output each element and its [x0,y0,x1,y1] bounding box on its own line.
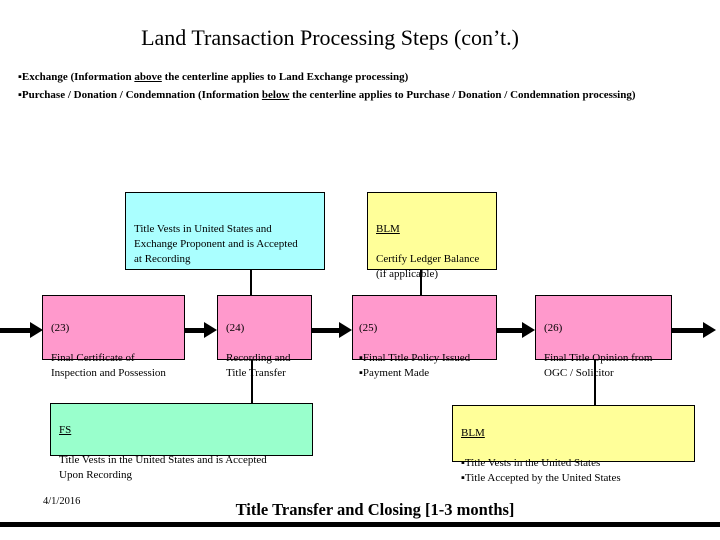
box-fs-title-vests-upon-recording: FS Title Vests in the United States and … [50,403,313,481]
step-number: (23) [51,322,70,334]
box-blm-title-vests-accepted: BLM ▪Title Vests in the United States ▪T… [452,405,695,484]
arrow-shaft [185,327,204,333]
step-number: (24) [226,322,245,334]
arrow-head-icon [204,322,217,338]
arrow-head-icon [522,322,535,338]
bullet-exchange: ▪Exchange (Information above the centerl… [18,71,408,83]
connector-step24-to-fs-box [251,360,253,403]
box-blm-certify-ledger-balance: BLM Certify Ledger Balance (if applicabl… [367,192,497,280]
arrow-shaft [497,327,522,333]
bullet-exchange-prefix: ▪Exchange (Information [18,71,135,83]
box-text: Title Vests in the United States and is … [59,454,267,481]
box-step-23-final-certificate: (23) Final Certificate of Inspection and… [42,295,185,379]
connector-step26-to-blm-box [594,360,596,405]
arrow-shaft [672,327,703,333]
box-text: Certify Ledger Balance (if applicable) [376,253,480,280]
page-title: Land Transaction Processing Steps (con’t… [141,25,519,50]
box-step-24-recording-title-transfer: (24) Recording and Title Transfer [217,295,312,379]
step-number: (25) [359,322,378,334]
arrow-step-24-to-25 [312,322,352,338]
arrow-head-icon [703,322,716,338]
arrow-step-25-to-26 [497,322,535,338]
step-text: Final Title Opinion from OGC / Solicitor [544,352,653,379]
step-text: ▪Final Title Policy Issued ▪Payment Made [359,352,471,379]
arrow-head-icon [30,322,43,338]
footer-date: 4/1/2016 [43,496,81,507]
arrow-head-icon [339,322,352,338]
arrow-shaft [0,327,30,333]
arrow-step-26-out [672,322,716,338]
footer-phase-label: Title Transfer and Closing [1-3 months] [235,500,515,519]
connector-exchange-to-step24 [250,270,252,295]
box-step-26-final-title-opinion: (26) Final Title Opinion from OGC / Soli… [535,295,672,379]
bullet-exchange-suffix: the centerline applies to Land Exchange … [161,71,409,83]
box-text: ▪Title Vests in the United States ▪Title… [461,457,621,484]
bullet-purchase-suffix: the centerline applies to Purchase / Don… [289,89,636,101]
underlined-word-below: below [261,89,290,101]
connector-blm-ledger-to-step25 [420,270,422,295]
box-title-vests-exchange-proponent: Title Vests in United States and Exchang… [125,192,325,270]
arrow-shaft [312,327,339,333]
step-text: Final Certificate of Inspection and Poss… [51,352,166,379]
box-header-blm: BLM [461,427,485,439]
box-step-25-final-title-policy: (25) ▪Final Title Policy Issued ▪Payment… [352,295,497,379]
bullet-purchase-donation-condemnation: ▪Purchase / Donation / Condemnation (Inf… [18,89,636,101]
arrow-into-step-23 [0,322,43,338]
step-number: (26) [544,322,563,334]
bottom-divider-bar [0,522,720,527]
underlined-word-above: above [134,71,162,83]
box-text: Title Vests in United States and Exchang… [134,223,298,265]
box-header-fs: FS [59,424,72,436]
step-text: Recording and Title Transfer [226,352,291,379]
box-header-blm: BLM [376,223,400,235]
bullet-purchase-prefix: ▪Purchase / Donation / Condemnation (Inf… [18,89,262,101]
arrow-step-23-to-24 [185,322,217,338]
